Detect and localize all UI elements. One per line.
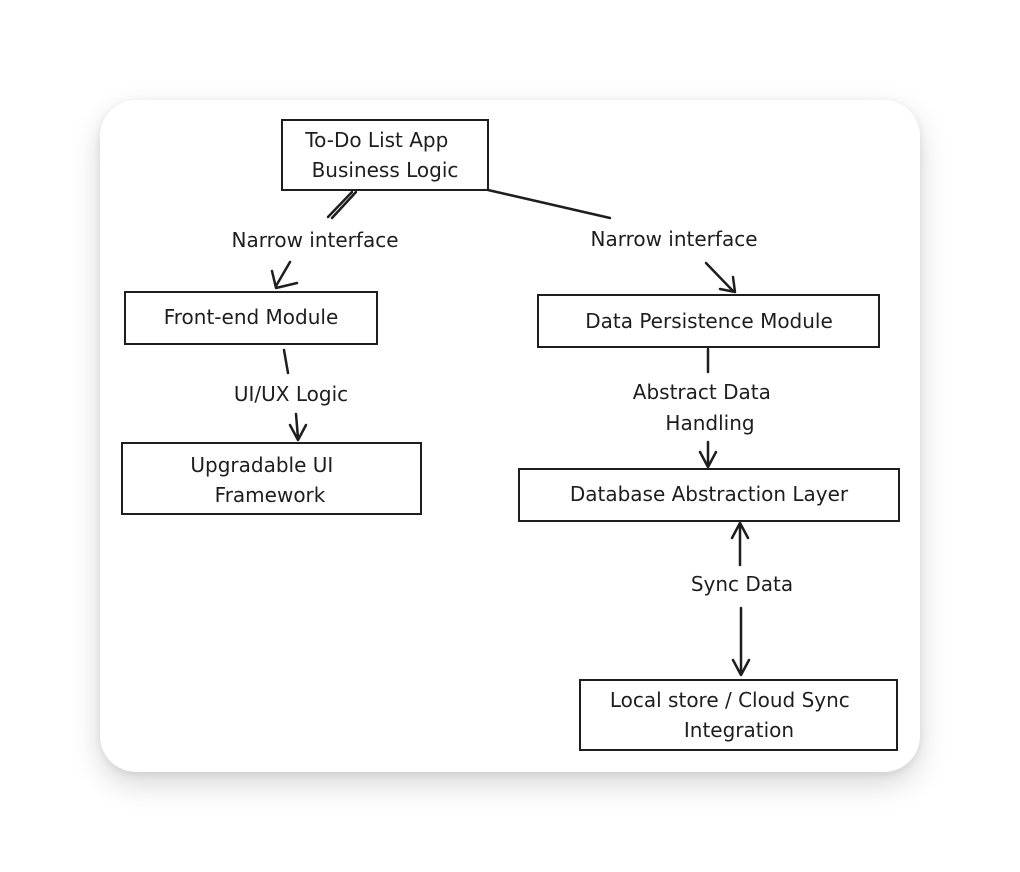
node-ui-framework: Upgradable UI Framework: [121, 442, 422, 515]
edge-db-to-local: Sync Data: [691, 521, 793, 677]
node-data-persistence-label: Data Persistence Module: [585, 309, 833, 333]
node-business-logic: To-Do List App Business Logic: [281, 119, 489, 191]
node-local-store-label: Local store / Cloud Sync Integration: [610, 688, 856, 742]
diagram-card: [100, 100, 920, 772]
node-ui-framework-label: Upgradable UI Framework: [190, 453, 339, 507]
edge-label-logic-to-frontend: Narrow interface: [231, 228, 398, 252]
edge-persistence-to-db: Abstract Data Handling: [633, 347, 777, 469]
edge-frontend-to-ui: UI/UX Logic: [234, 348, 348, 442]
edge-label-logic-to-persistence: Narrow interface: [590, 227, 757, 251]
edge-label-frontend-to-ui: UI/UX Logic: [234, 382, 348, 406]
node-db-abstraction: Database Abstraction Layer: [518, 468, 900, 522]
edge-logic-to-frontend: Narrow interface: [231, 190, 399, 290]
edge-label-db-to-local: Sync Data: [691, 572, 793, 596]
node-data-persistence: Data Persistence Module: [537, 294, 880, 348]
edge-logic-to-persistence: Narrow interface: [486, 188, 758, 294]
node-business-logic-label: To-Do List App Business Logic: [304, 128, 458, 182]
node-frontend-module-label: Front-end Module: [164, 305, 339, 329]
node-frontend-module: Front-end Module: [124, 291, 378, 345]
node-db-abstraction-label: Database Abstraction Layer: [570, 482, 849, 506]
node-local-store: Local store / Cloud Sync Integration: [579, 679, 898, 751]
edge-label-persistence-to-db: Abstract Data Handling: [633, 380, 777, 435]
